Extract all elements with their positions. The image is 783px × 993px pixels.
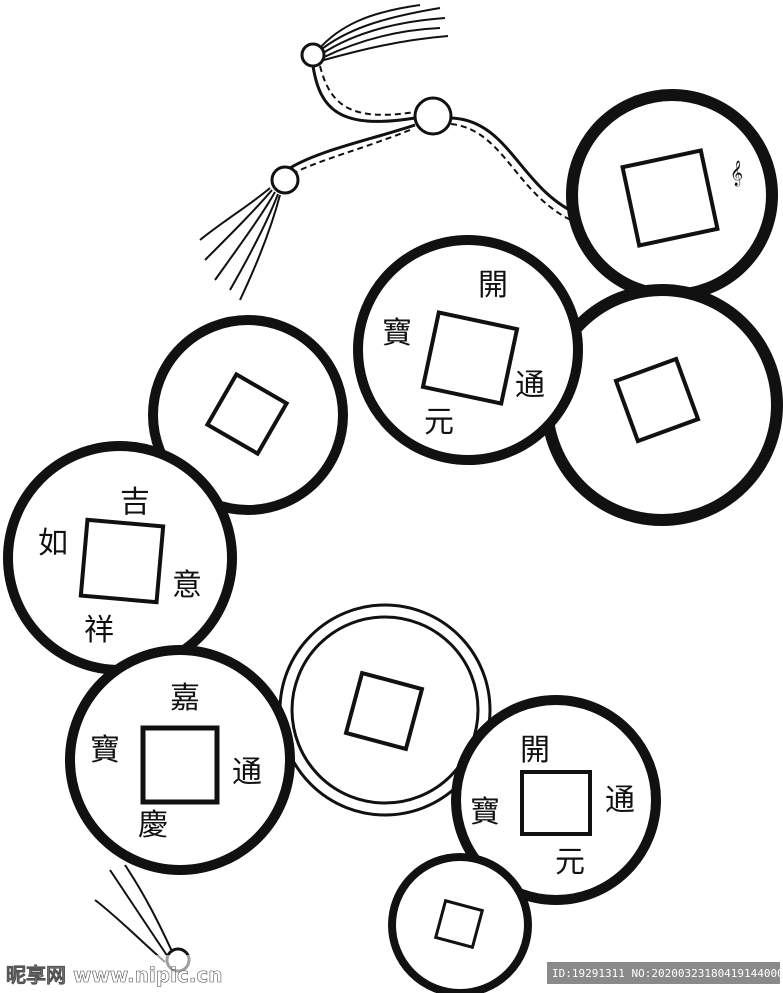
watermark-right: ID:19291311 NO:20200323180419144000	[552, 967, 783, 980]
coin-3	[148, 315, 348, 515]
coin-2-char-left: 寶	[382, 316, 412, 351]
coin-8: 開 通 元 寶	[451, 695, 661, 905]
coin-6-char-bottom: 慶	[138, 808, 168, 843]
coin-8-char-top: 開	[520, 733, 550, 768]
coin-4	[541, 284, 783, 526]
coin-5: 吉 意 祥 如	[3, 441, 237, 675]
coin-5-char-right: 意	[172, 568, 202, 603]
coin-8-char-bottom: 元	[555, 845, 585, 880]
coin-6: 嘉 通 慶 寶	[65, 645, 295, 875]
watermark-left: 昵享网 www.nipic.cn	[6, 963, 223, 987]
top-tassel-icon	[199, 4, 453, 301]
coin-2: 開 通 元 寶	[353, 235, 583, 465]
coin-7	[278, 603, 492, 817]
coin-5-char-bottom: 祥	[84, 613, 114, 648]
coin-6-char-top: 嘉	[170, 681, 200, 716]
coin-2-char-right: 通	[515, 368, 545, 403]
coin-1: 𝄞	[566, 89, 778, 301]
coin-2-char-bottom: 元	[424, 405, 454, 440]
coin-8-char-left: 寶	[470, 795, 500, 830]
coin-5-char-left: 如	[38, 526, 68, 561]
coin-2-char-top: 開	[478, 268, 508, 303]
coin-6-char-left: 寶	[90, 733, 120, 768]
coin-5-char-top: 吉	[120, 485, 150, 520]
coin-6-char-right: 通	[232, 755, 262, 790]
coin-9	[388, 853, 532, 993]
coin-8-char-right: 通	[605, 783, 635, 818]
svg-text:𝄞: 𝄞	[730, 160, 743, 186]
watermark: 昵享网 www.nipic.cn ID:19291311 NO:20200323…	[0, 955, 783, 993]
cord	[289, 65, 581, 223]
